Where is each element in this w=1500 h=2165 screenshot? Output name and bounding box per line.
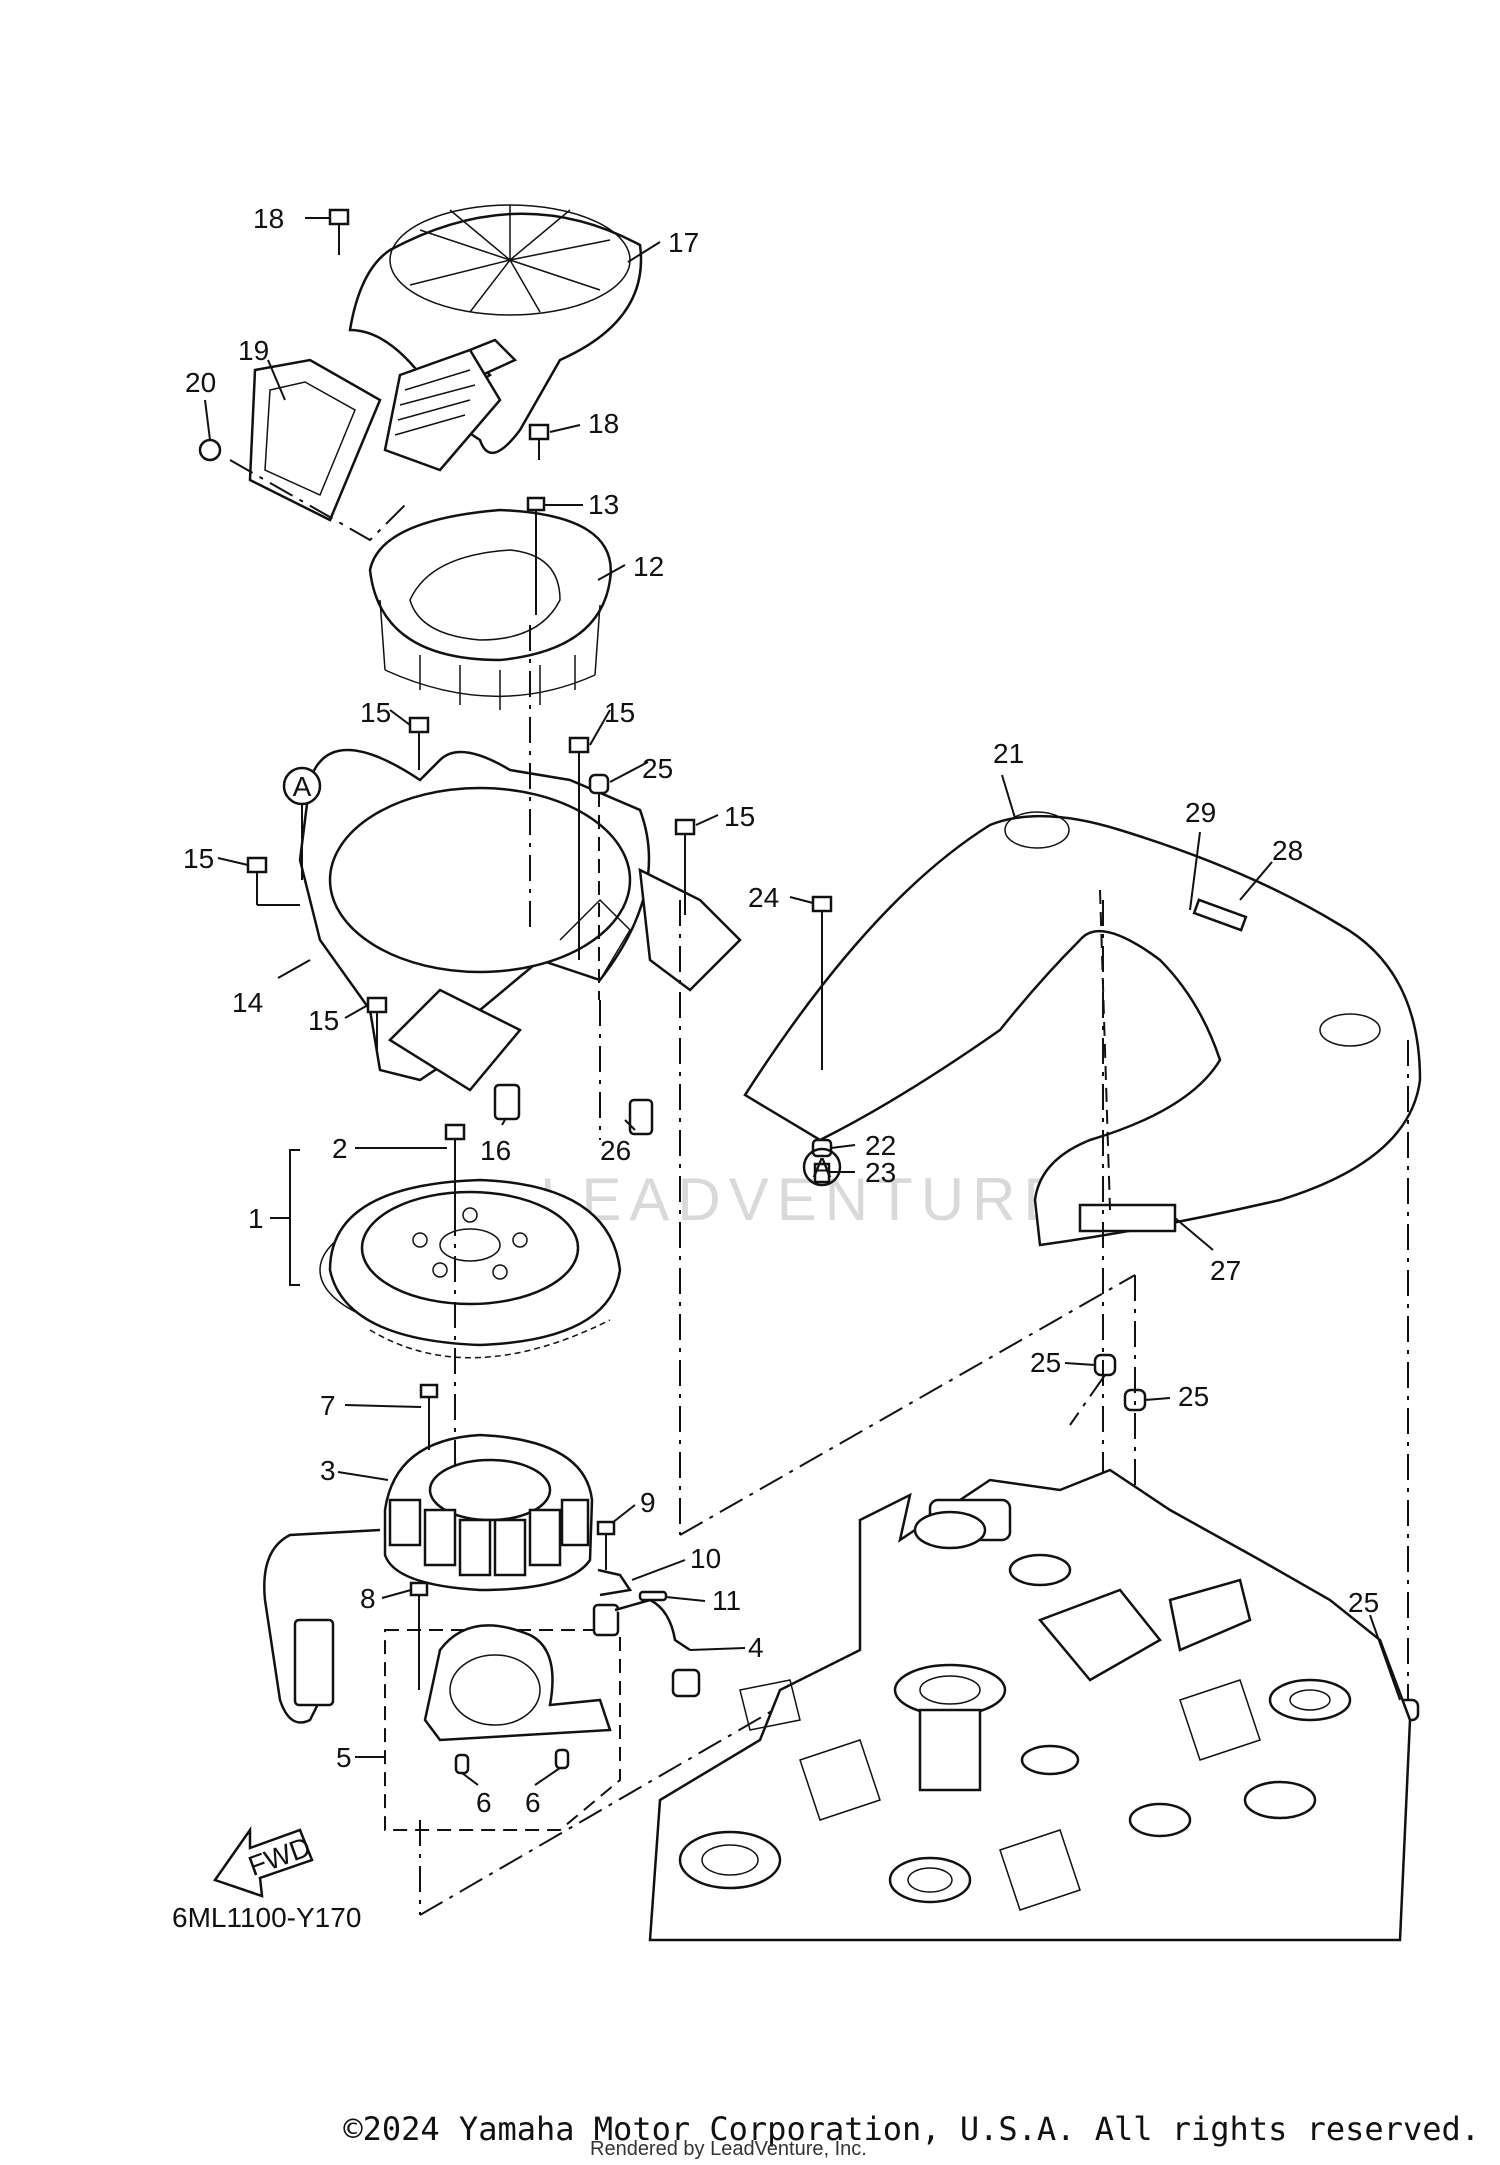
label-7: 7	[320, 1390, 336, 1421]
fan-part	[368, 508, 613, 710]
diagram-code: 6ML1100-Y170	[172, 1902, 361, 1933]
connector-16	[493, 1083, 521, 1121]
grommet-25-a	[1093, 1353, 1117, 1377]
copyright-notice: ©2024 Yamaha Motor Corporation, U.S.A. A…	[343, 2110, 1480, 2148]
bolt-15-a	[408, 716, 430, 770]
label-23: 23	[865, 1157, 896, 1188]
bolt-15-c	[674, 818, 696, 915]
rendered-by-credit: Rendered by LeadVenture, Inc.	[590, 2138, 867, 2160]
bracket-part	[298, 748, 742, 1092]
label-10: 10	[690, 1543, 721, 1574]
engine-block	[648, 1468, 1412, 1942]
label-19: 19	[238, 335, 269, 366]
label-25: 25	[1178, 1381, 1209, 1412]
marker-a-bottom: A	[802, 1147, 842, 1187]
bolt-8	[409, 1581, 429, 1690]
label-29: 29	[1185, 797, 1216, 828]
leader-lines	[204, 217, 1401, 1786]
svg-text:A: A	[293, 771, 312, 802]
bolt-18-top	[328, 208, 350, 255]
label-15: 15	[360, 697, 391, 728]
pulser-assembly	[355, 1624, 621, 1831]
flywheel-part	[270, 1149, 622, 1359]
stator-part	[263, 1433, 594, 1724]
label-12: 12	[633, 551, 664, 582]
label-24: 24	[748, 882, 779, 913]
label-1: 1	[248, 1203, 264, 1234]
label-13: 13	[588, 489, 619, 520]
label-18: 18	[588, 408, 619, 439]
label-6: 6	[525, 1787, 541, 1818]
label-22: 22	[865, 1130, 896, 1161]
fwd-arrow-icon: FWD	[213, 1826, 315, 1898]
bolt-2	[355, 1123, 466, 1210]
label-11: 11	[712, 1585, 741, 1616]
svg-text:A: A	[813, 1152, 832, 1183]
bolt-24	[811, 895, 833, 1070]
bolt-7	[419, 1383, 439, 1450]
bolt-15-b	[568, 736, 590, 960]
alignment-line	[1069, 1374, 1106, 1426]
connector-26	[628, 1098, 654, 1136]
clip-10	[597, 1568, 633, 1597]
watermark-text: LEADVENTURE	[540, 1166, 1071, 1233]
label-5: 5	[336, 1742, 352, 1773]
label-20: 20	[185, 367, 216, 398]
label-26: 26	[600, 1135, 631, 1166]
bolt-9	[596, 1520, 616, 1570]
air-duct-plate-part	[198, 348, 502, 542]
bolt-13	[526, 496, 546, 615]
label-21: 21	[993, 738, 1024, 769]
collar-23	[813, 1162, 831, 1184]
label-28: 28	[1272, 835, 1303, 866]
label-15: 15	[183, 843, 214, 874]
label-27: 27	[1210, 1255, 1241, 1286]
label-4: 4	[748, 1632, 764, 1663]
label-2: 2	[332, 1133, 348, 1164]
part-labels: 18 17 19 20 18 13 12 15 15 25 15 15 14 1…	[172, 203, 1379, 1933]
label-9: 9	[640, 1487, 656, 1518]
bolt-18-side	[528, 423, 550, 460]
label-15: 15	[308, 1005, 339, 1036]
alignment-line	[679, 1274, 1136, 1536]
pin-11	[638, 1590, 668, 1602]
label-25: 25	[642, 753, 673, 784]
label-18: 18	[253, 203, 284, 234]
label-16: 16	[480, 1135, 511, 1166]
bolt-15-d	[246, 856, 300, 906]
label-25: 25	[1348, 1587, 1379, 1618]
grommet-25-top	[588, 773, 610, 1000]
label-14: 14	[232, 987, 263, 1018]
label-8: 8	[360, 1583, 376, 1614]
label-17: 17	[668, 227, 699, 258]
label-15: 15	[724, 801, 755, 832]
label-6: 6	[476, 1787, 492, 1818]
marker-a-top: A	[282, 766, 322, 880]
coil-4	[592, 1598, 701, 1698]
label-25: 25	[1030, 1347, 1061, 1378]
label-3: 3	[320, 1455, 336, 1486]
label-15: 15	[604, 697, 635, 728]
